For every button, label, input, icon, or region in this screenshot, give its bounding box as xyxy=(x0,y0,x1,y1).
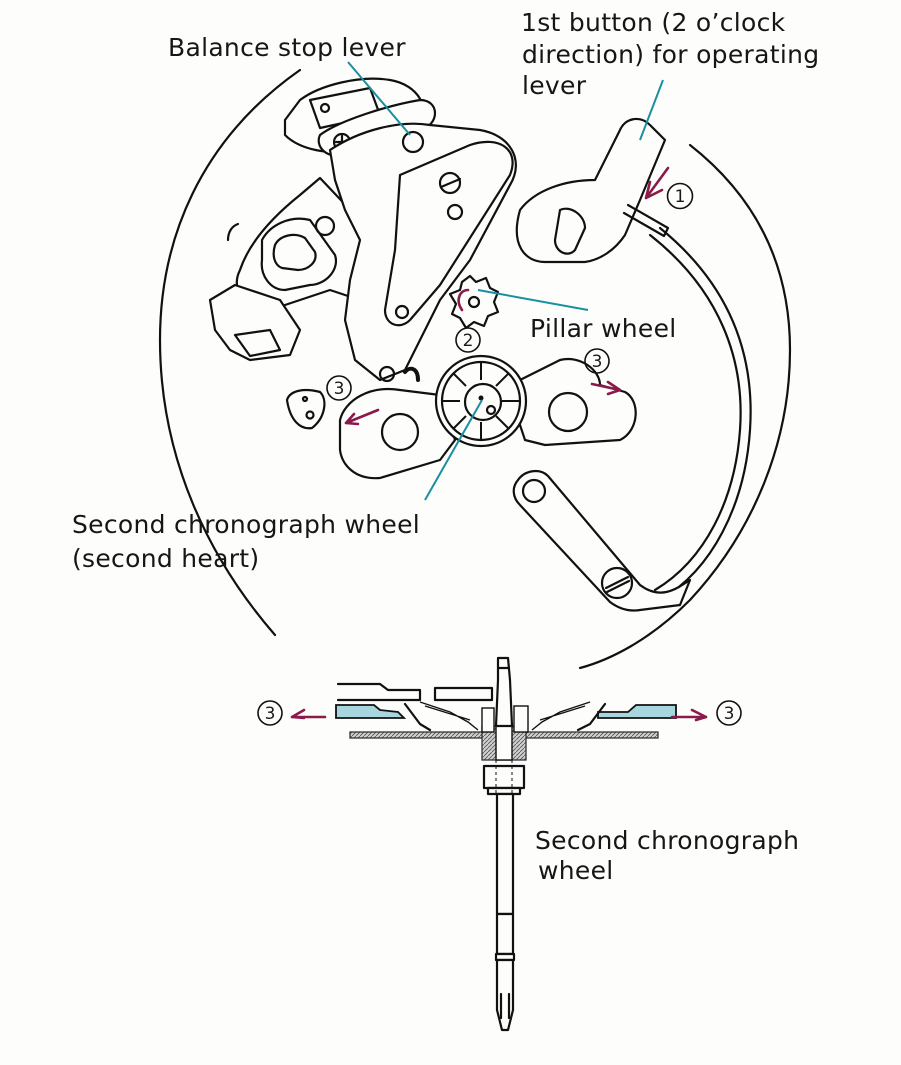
lower-left-lever xyxy=(208,283,302,362)
plate-notch xyxy=(226,222,240,242)
section-step-marker-3-right: 3 xyxy=(670,700,742,726)
operating-spring-arc xyxy=(648,233,742,592)
central-operating-lever xyxy=(328,122,517,382)
lower-right-arm xyxy=(512,470,692,612)
pillar-wheel xyxy=(448,274,500,330)
svg-text:1: 1 xyxy=(675,187,686,207)
right-coupling-lever xyxy=(513,357,637,447)
step-marker-1: 1 xyxy=(644,166,694,210)
label-balance-stop-lever: Balance stop lever xyxy=(168,33,406,62)
section-arrow-right xyxy=(670,708,708,722)
svg-text:2: 2 xyxy=(463,331,474,351)
label-second-chrono-wheel-top-line1: Second chronograph wheel xyxy=(72,510,421,539)
leader-pillar-wheel xyxy=(477,289,589,311)
label-first-button-line2: direction) for operating xyxy=(522,40,820,69)
step-marker-3-right: 3 xyxy=(584,348,622,396)
heart-cam-piece xyxy=(285,389,326,430)
lower-coupling-lever xyxy=(338,387,457,480)
label-second-chrono-wheel-top-line2: (second heart) xyxy=(72,544,260,573)
arrow-step-3-left xyxy=(344,408,380,426)
step-marker-2: 2 xyxy=(455,327,481,353)
arrow-step-1 xyxy=(644,166,670,200)
leader-first-button xyxy=(639,79,664,141)
leader-balance-stop-lever xyxy=(347,61,411,136)
operating-lever xyxy=(515,117,667,264)
svg-text:3: 3 xyxy=(592,352,603,372)
label-first-button-line1: 1st button (2 o’clock xyxy=(521,8,786,37)
section-arrow-left xyxy=(290,708,327,720)
label-second-chrono-wheel-bottom-line2: wheel xyxy=(538,856,614,885)
section-step-marker-3-left: 3 xyxy=(257,700,327,726)
pillar-wheel-rotation-arrow xyxy=(457,288,470,312)
section-right-lever-highlight xyxy=(597,704,677,719)
leader-second-chrono-wheel-top xyxy=(424,399,483,501)
section-view xyxy=(335,656,677,1032)
main-plate-outline xyxy=(158,68,302,637)
second-chronograph-wheel-arbor xyxy=(494,792,516,1032)
label-second-chrono-wheel-bottom-line1: Second chronograph xyxy=(535,826,800,855)
arrow-step-3-right xyxy=(590,380,622,396)
label-pillar-wheel: Pillar wheel xyxy=(530,314,677,343)
section-left-lever-highlight xyxy=(335,704,407,719)
svg-text:3: 3 xyxy=(724,704,735,724)
label-first-button-line3: lever xyxy=(522,71,587,100)
movement-top-view xyxy=(158,68,792,670)
svg-text:3: 3 xyxy=(334,379,345,399)
svg-text:3: 3 xyxy=(265,704,276,724)
step-marker-3-left: 3 xyxy=(326,375,380,426)
main-plate-right-edge xyxy=(578,143,792,670)
